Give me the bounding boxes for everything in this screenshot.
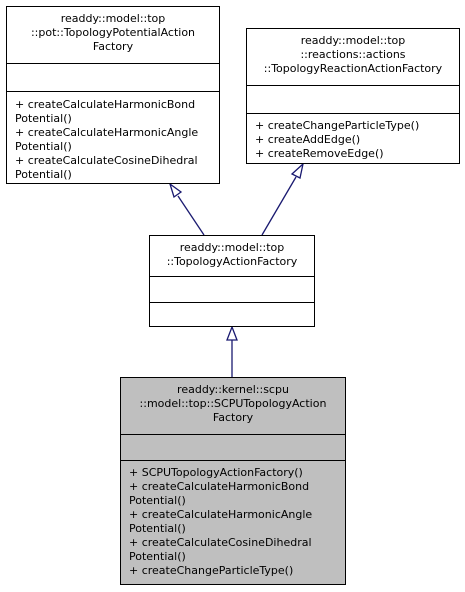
method-line: + createCalculateHarmonicBond — [15, 98, 196, 111]
attributes-section — [7, 63, 219, 92]
method-line: + SCPUTopologyActionFactory() — [129, 466, 303, 479]
attributes-section — [150, 276, 314, 303]
class-name-section: readdy::kernel::scpu ::model::top::SCPUT… — [121, 378, 345, 434]
method-line: Potential() — [129, 494, 186, 507]
method-line: + createAddEdge() — [255, 133, 361, 146]
arrowhead-reactions — [290, 162, 305, 179]
method-line: Potential() — [15, 112, 72, 125]
attributes-section — [247, 85, 459, 114]
method-line: + createCalculateCosineDihedral — [129, 536, 312, 549]
arrowhead-topology — [226, 325, 238, 341]
method-line: + createCalculateCosineDihedral — [15, 154, 198, 167]
class-name-section: readdy::model::top ::pot::TopologyPotent… — [7, 7, 219, 63]
class-name-line: ::pot::TopologyPotentialAction — [30, 26, 196, 39]
class-name-line: ::reactions::actions — [300, 48, 406, 61]
class-name-section: readdy::model::top ::TopologyActionFacto… — [150, 236, 314, 276]
method-line: + createCalculateHarmonicAngle — [15, 126, 199, 139]
class-name-line: readdy::model::top — [300, 34, 406, 47]
method-line: + createCalculateHarmonicAngle — [129, 508, 313, 521]
method-line: Potential() — [129, 550, 186, 563]
class-name-line: ::TopologyActionFactory — [166, 255, 298, 268]
method-line: Potential() — [15, 140, 72, 153]
methods-section: + createChangeParticleType() + createAdd… — [247, 113, 459, 163]
method-line: + createChangeParticleType() — [129, 564, 294, 577]
class-name-line: Factory — [212, 411, 254, 424]
method-line: Potential() — [15, 168, 72, 181]
methods-section: + SCPUTopologyActionFactory() + createCa… — [121, 460, 345, 584]
class-name-line: readdy::model::top — [179, 241, 285, 254]
method-line: + createRemoveEdge() — [255, 147, 384, 160]
method-line: Potential() — [129, 522, 186, 535]
class-name-line: readdy::kernel::scpu — [177, 383, 289, 396]
methods-section: + createCalculateHarmonicBond Potential(… — [7, 91, 219, 183]
class-box-topology-reaction-action-factory[interactable]: readdy::model::top ::reactions::actions … — [246, 28, 460, 164]
methods-section — [150, 302, 314, 326]
class-name-line: Factory — [92, 40, 134, 53]
class-box-topology-action-factory[interactable]: readdy::model::top ::TopologyActionFacto… — [149, 235, 315, 327]
class-name-line: ::model::top::SCPUTopologyAction — [139, 397, 327, 410]
arrowhead-pot — [168, 182, 183, 199]
method-line: + createCalculateHarmonicBond — [129, 480, 310, 493]
edge-topology-to-pot — [177, 195, 205, 236]
class-box-topology-potential-action-factory[interactable]: readdy::model::top ::pot::TopologyPotent… — [6, 6, 220, 184]
class-box-scpu-topology-action-factory[interactable]: readdy::kernel::scpu ::model::top::SCPUT… — [120, 377, 346, 585]
class-name-line: readdy::model::top — [60, 12, 166, 25]
class-name-line: ::TopologyReactionActionFactory — [263, 62, 443, 75]
method-line: + createChangeParticleType() — [255, 119, 420, 132]
class-name-section: readdy::model::top ::reactions::actions … — [247, 29, 459, 85]
edge-topology-to-reactions — [261, 176, 297, 236]
attributes-section — [121, 434, 345, 461]
